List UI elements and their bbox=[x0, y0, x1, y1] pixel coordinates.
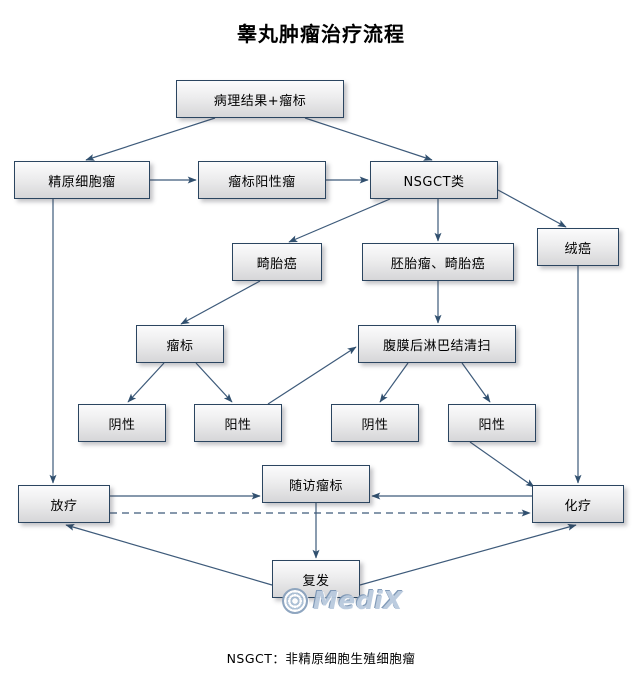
edge-relapse-to-chemo bbox=[359, 523, 577, 586]
node-chorio[interactable]: 绒癌 bbox=[537, 228, 619, 266]
edge-rplnd-to-pos_right bbox=[461, 362, 491, 403]
node-relapse[interactable]: 复发 bbox=[272, 560, 360, 598]
node-label: 阴性 bbox=[108, 417, 136, 433]
edge-nsgct-to-teratoca bbox=[288, 198, 391, 243]
node-chemo[interactable]: 化疗 bbox=[532, 485, 624, 523]
node-neg_right[interactable]: 阴性 bbox=[331, 404, 419, 442]
edge-marker-to-neg_left bbox=[127, 362, 165, 403]
node-teratoca[interactable]: 畸胎癌 bbox=[232, 243, 322, 281]
node-label: 阳性 bbox=[224, 417, 252, 433]
node-rplnd[interactable]: 腹膜后淋巴结清扫 bbox=[358, 325, 516, 363]
node-nsgct[interactable]: NSGCT类 bbox=[370, 161, 498, 199]
edge-pos_right-to-chemo bbox=[469, 441, 535, 488]
node-seminoma[interactable]: 精原细胞瘤 bbox=[14, 161, 150, 199]
node-label: 放疗 bbox=[50, 498, 78, 514]
footnote: NSGCT：非精原细胞生殖细胞瘤 bbox=[226, 651, 416, 666]
node-radiation[interactable]: 放疗 bbox=[18, 485, 110, 523]
node-label: 瘤标阳性瘤 bbox=[228, 174, 296, 190]
edge-pathology-to-seminoma bbox=[85, 117, 216, 161]
node-label: 绒癌 bbox=[564, 241, 592, 257]
node-followup[interactable]: 随访瘤标 bbox=[262, 465, 370, 503]
edge-rplnd-to-neg_right bbox=[379, 362, 409, 403]
node-label: 阴性 bbox=[361, 417, 389, 433]
node-label: 病理结果+瘤标 bbox=[213, 93, 307, 109]
node-label: 腹膜后淋巴结清扫 bbox=[382, 338, 491, 354]
node-marker[interactable]: 瘤标 bbox=[136, 325, 224, 363]
node-embryonal[interactable]: 胚胎瘤、畸胎癌 bbox=[362, 243, 514, 281]
edge-relapse-to-radiation bbox=[65, 523, 273, 586]
node-neg_left[interactable]: 阴性 bbox=[78, 404, 166, 442]
edge-nsgct-to-chorio bbox=[497, 189, 567, 228]
edge-pathology-to-nsgct bbox=[304, 117, 433, 161]
node-pos_right[interactable]: 阳性 bbox=[448, 404, 536, 442]
node-label: 阳性 bbox=[478, 417, 506, 433]
node-label: 复发 bbox=[302, 573, 330, 589]
node-label: 胚胎瘤、畸胎癌 bbox=[390, 256, 486, 272]
node-pathology[interactable]: 病理结果+瘤标 bbox=[176, 80, 344, 118]
edge-pos_left-to-rplnd bbox=[267, 346, 357, 405]
edge-teratoca-to-marker bbox=[180, 280, 261, 325]
edge-marker-to-pos_left bbox=[195, 362, 233, 403]
node-label: 随访瘤标 bbox=[288, 478, 343, 494]
node-label: NSGCT类 bbox=[403, 174, 465, 190]
node-marker_pos[interactable]: 瘤标阳性瘤 bbox=[198, 161, 326, 199]
node-label: 精原细胞瘤 bbox=[48, 174, 116, 190]
node-label: 化疗 bbox=[564, 498, 592, 514]
node-label: 瘤标 bbox=[166, 338, 194, 354]
node-pos_left[interactable]: 阳性 bbox=[194, 404, 282, 442]
page-title: 睾丸肿瘤治疗流程 bbox=[237, 22, 405, 46]
node-label: 畸胎癌 bbox=[256, 256, 298, 272]
